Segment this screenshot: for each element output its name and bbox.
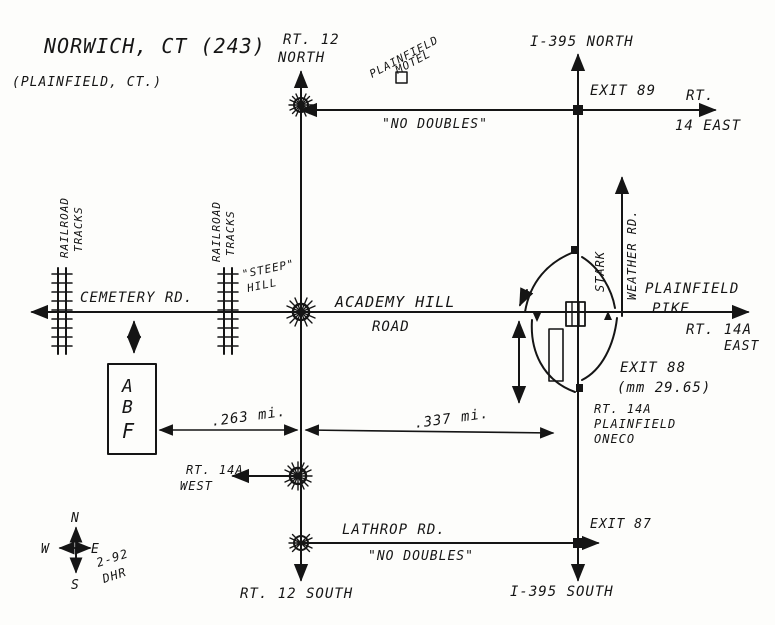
rt14a-plainfield-label: RT. 14A bbox=[594, 402, 652, 416]
i395-north-label: I-395 NORTH bbox=[530, 34, 634, 50]
rt12-south-label: RT. 12 SOUTH bbox=[240, 586, 353, 602]
no-doubles-bottom: "NO DOUBLES" bbox=[368, 549, 474, 564]
rt14-east-label-2: 14 EAST bbox=[675, 118, 742, 134]
railroad-1-label-2: TRACKS bbox=[72, 206, 85, 252]
compass-s: S bbox=[71, 578, 80, 593]
exit88-interchange bbox=[511, 246, 618, 404]
abf-letter-f: F bbox=[122, 419, 135, 443]
railroad-1-label: RAILROAD bbox=[58, 197, 71, 258]
abf-letter-b: B bbox=[122, 397, 134, 418]
traffic-light-rt14 bbox=[288, 92, 314, 118]
rt14-east-label: RT. bbox=[686, 88, 714, 104]
compass-n: N bbox=[70, 511, 80, 526]
abf-terminal bbox=[107, 363, 157, 455]
map-title: NORWICH, CT (243) bbox=[43, 34, 266, 58]
academy-hill-label: ACADEMY HILL bbox=[334, 293, 455, 311]
no-doubles-top: "NO DOUBLES" bbox=[382, 117, 488, 132]
rt14a-plainfield-label-3: ONECO bbox=[594, 432, 635, 446]
stark-label-2: WEATHER RD. bbox=[625, 210, 639, 300]
signature-date: 2-92 bbox=[95, 546, 131, 569]
abf-letter-a: A bbox=[121, 376, 134, 397]
exit89-label: EXIT 89 bbox=[590, 83, 656, 99]
motel-marker bbox=[395, 71, 408, 84]
plainfield-pike-label: PLAINFIELD bbox=[645, 281, 739, 297]
lathrop-rd-label: LATHROP RD. bbox=[342, 522, 446, 538]
steep-hill-label-2: HILL bbox=[245, 276, 279, 295]
distance-left-label: .263 mi. bbox=[210, 404, 287, 430]
compass-w: W bbox=[41, 542, 50, 557]
railroad-tracks-1 bbox=[51, 267, 73, 355]
rt14a-west-label: RT. 14A bbox=[186, 463, 244, 477]
plainfield-pike-label-2: PIKE bbox=[652, 301, 690, 317]
compass-e: E bbox=[91, 542, 100, 557]
cemetery-rd-label: CEMETERY RD. bbox=[80, 290, 193, 306]
exit89-marker bbox=[573, 105, 583, 115]
rt14a-east-label: RT. 14A bbox=[686, 322, 752, 338]
rt14a-east-label-2: EAST bbox=[724, 339, 759, 354]
road-label: ROAD bbox=[372, 319, 410, 335]
distance-right-label: .337 mi. bbox=[413, 406, 490, 432]
exit87-label: EXIT 87 bbox=[590, 517, 652, 532]
railroad-2-label-2: TRACKS bbox=[224, 210, 237, 256]
rt14a-plainfield-label-2: PLAINFIELD bbox=[594, 417, 676, 431]
traffic-light-academy bbox=[285, 296, 317, 328]
i395-south-label: I-395 SOUTH bbox=[510, 584, 614, 600]
railroad-tracks-2 bbox=[217, 267, 239, 355]
rt12-north-label: RT. 12 bbox=[283, 32, 340, 48]
railroad-2-label: RAILROAD bbox=[210, 201, 223, 262]
distance-right-arrow bbox=[304, 424, 555, 439]
compass-rose bbox=[58, 526, 92, 574]
mile-marker-label: (mm 29.65) bbox=[617, 380, 711, 396]
exit88-label: EXIT 88 bbox=[620, 360, 686, 376]
map-subtitle: (PLAINFIELD, CT.) bbox=[12, 75, 162, 90]
rt12-north-label-2: NORTH bbox=[277, 50, 325, 66]
stark-label: STARK bbox=[593, 251, 607, 292]
rt14a-west-label-2: WEST bbox=[180, 479, 213, 493]
exit87-marker bbox=[573, 538, 583, 548]
